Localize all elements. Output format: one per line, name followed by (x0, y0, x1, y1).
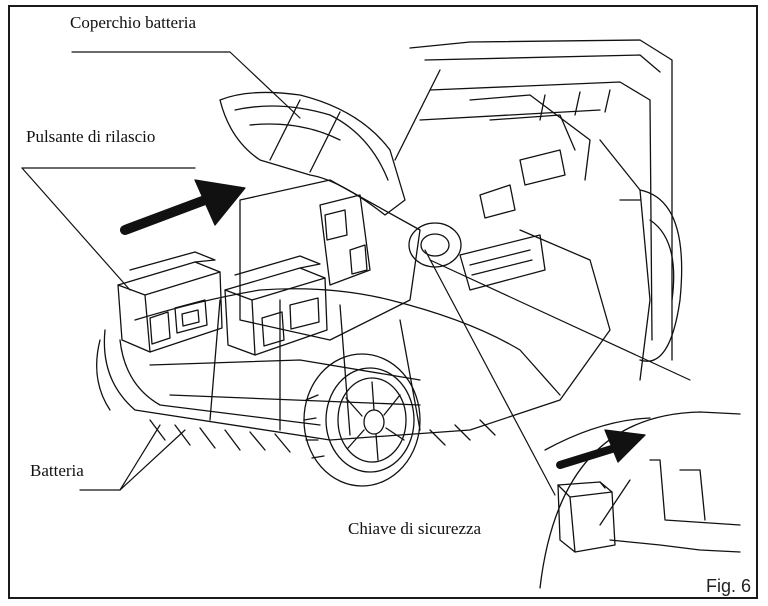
battery-inserted (224, 255, 328, 356)
insert-arrow (120, 179, 246, 235)
safety-key-label: Chiave di sicurezza (348, 519, 482, 538)
battery-label: Batteria (30, 461, 84, 480)
mower-body (96, 39, 683, 487)
battery-removed (117, 251, 223, 353)
leader-lines (21, 51, 691, 496)
safety-key-detail (539, 411, 741, 589)
battery-cover-label: Coperchio batteria (70, 13, 197, 32)
figure-caption: Fig. 6 (706, 576, 752, 596)
release-button-label: Pulsante di rilascio (26, 127, 156, 146)
figure-frame (8, 5, 758, 599)
